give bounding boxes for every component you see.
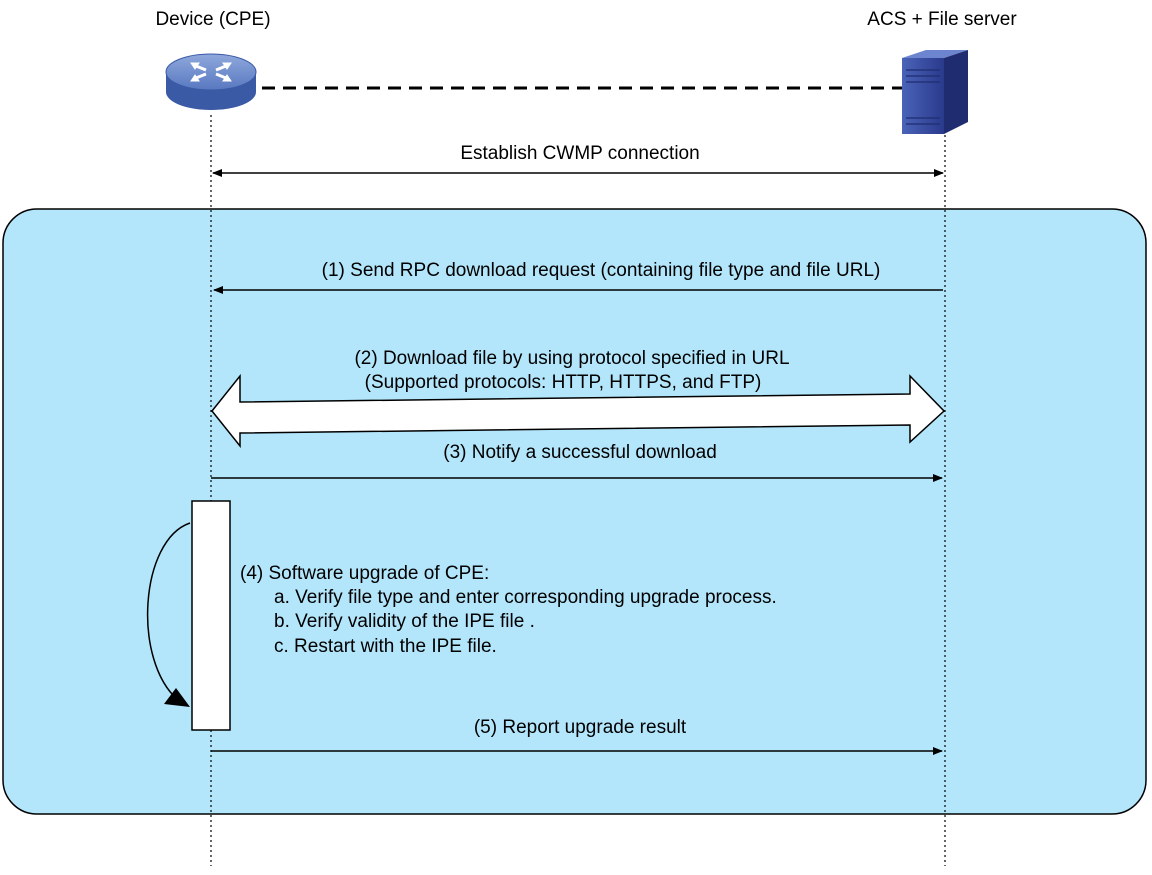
step4-item-a: a. Verify file type and enter correspond… [274,587,777,608]
step2-label-line1: (2) Download file by using protocol spec… [354,348,790,369]
step4-item-b: b. Verify validity of the IPE file . [274,611,535,632]
cpe-activation-bar [191,500,231,731]
acs-label: ACS + File server [867,9,1017,30]
step2-download-arrow [211,373,946,449]
step1-label: (1) Send RPC download request (containin… [321,260,881,281]
cwmp-connection-label: Establish CWMP connection [460,143,700,164]
self-upgrade-arrowhead [164,688,190,707]
step4-title: (4) Software upgrade of CPE: [240,563,490,584]
step3-label: (3) Notify a successful download [443,442,717,463]
step5-label: (5) Report upgrade result [473,717,687,738]
step2-label-line2: (Supported protocols: HTTP, HTTPS, and F… [364,372,762,393]
self-upgrade-curve [146,522,191,701]
upgrade-process-region [2,208,1147,815]
step4-item-c: c. Restart with the IPE file. [274,636,497,657]
router-icon [165,53,257,110]
server-icon [902,50,968,134]
device-label: Device (CPE) [155,9,271,30]
